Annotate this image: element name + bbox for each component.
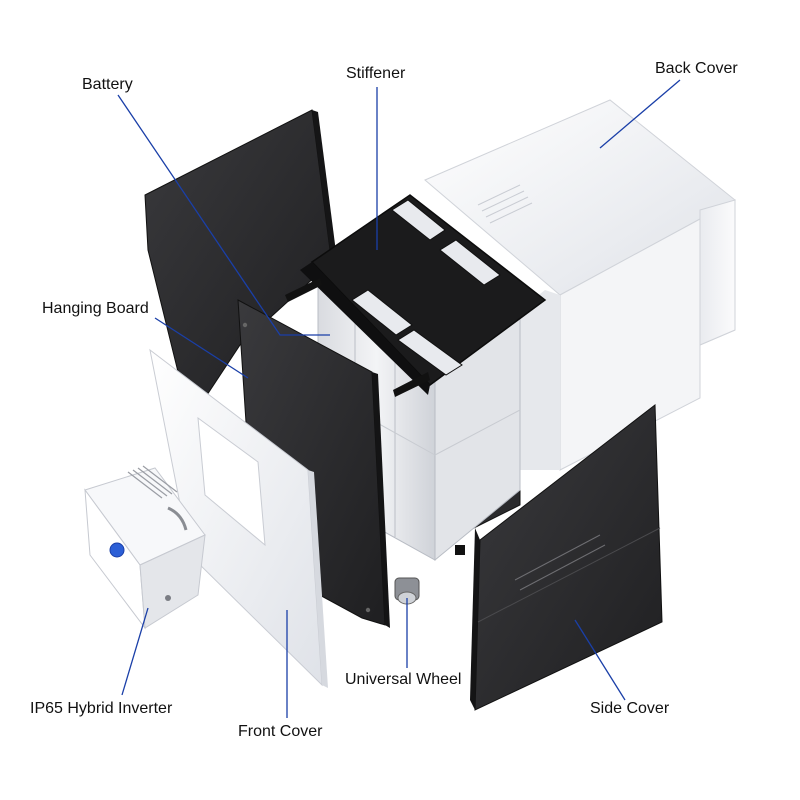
leader-battery: [117, 94, 330, 336]
ip65-hybrid-inverter: [84, 465, 206, 630]
leader-lines: [117, 79, 681, 718]
label-hanging-board: Hanging Board: [42, 300, 149, 317]
leader-back-cover: [599, 79, 681, 149]
leader-ip65-inverter: [121, 607, 149, 696]
label-universal-wheel: Universal Wheel: [345, 671, 462, 688]
circle-logo-icon: [109, 542, 125, 558]
vent-grille: [477, 184, 533, 224]
front-cover: [149, 348, 328, 688]
label-battery: Battery: [82, 76, 133, 93]
heatsink-fins: [127, 465, 178, 499]
stiffener: [285, 194, 547, 397]
back-cover: [424, 99, 736, 471]
label-ip65-hybrid-inverter: IP65 Hybrid Inverter: [30, 700, 173, 717]
leader-side-cover: [574, 619, 626, 701]
leader-hanging-board: [154, 317, 249, 379]
label-side-cover: Side Cover: [590, 700, 670, 717]
label-stiffener: Stiffener: [346, 65, 406, 82]
label-back-cover: Back Cover: [655, 60, 738, 77]
battery-panel: [144, 109, 336, 399]
label-front-cover: Front Cover: [238, 723, 323, 740]
side-cover: [470, 404, 663, 711]
